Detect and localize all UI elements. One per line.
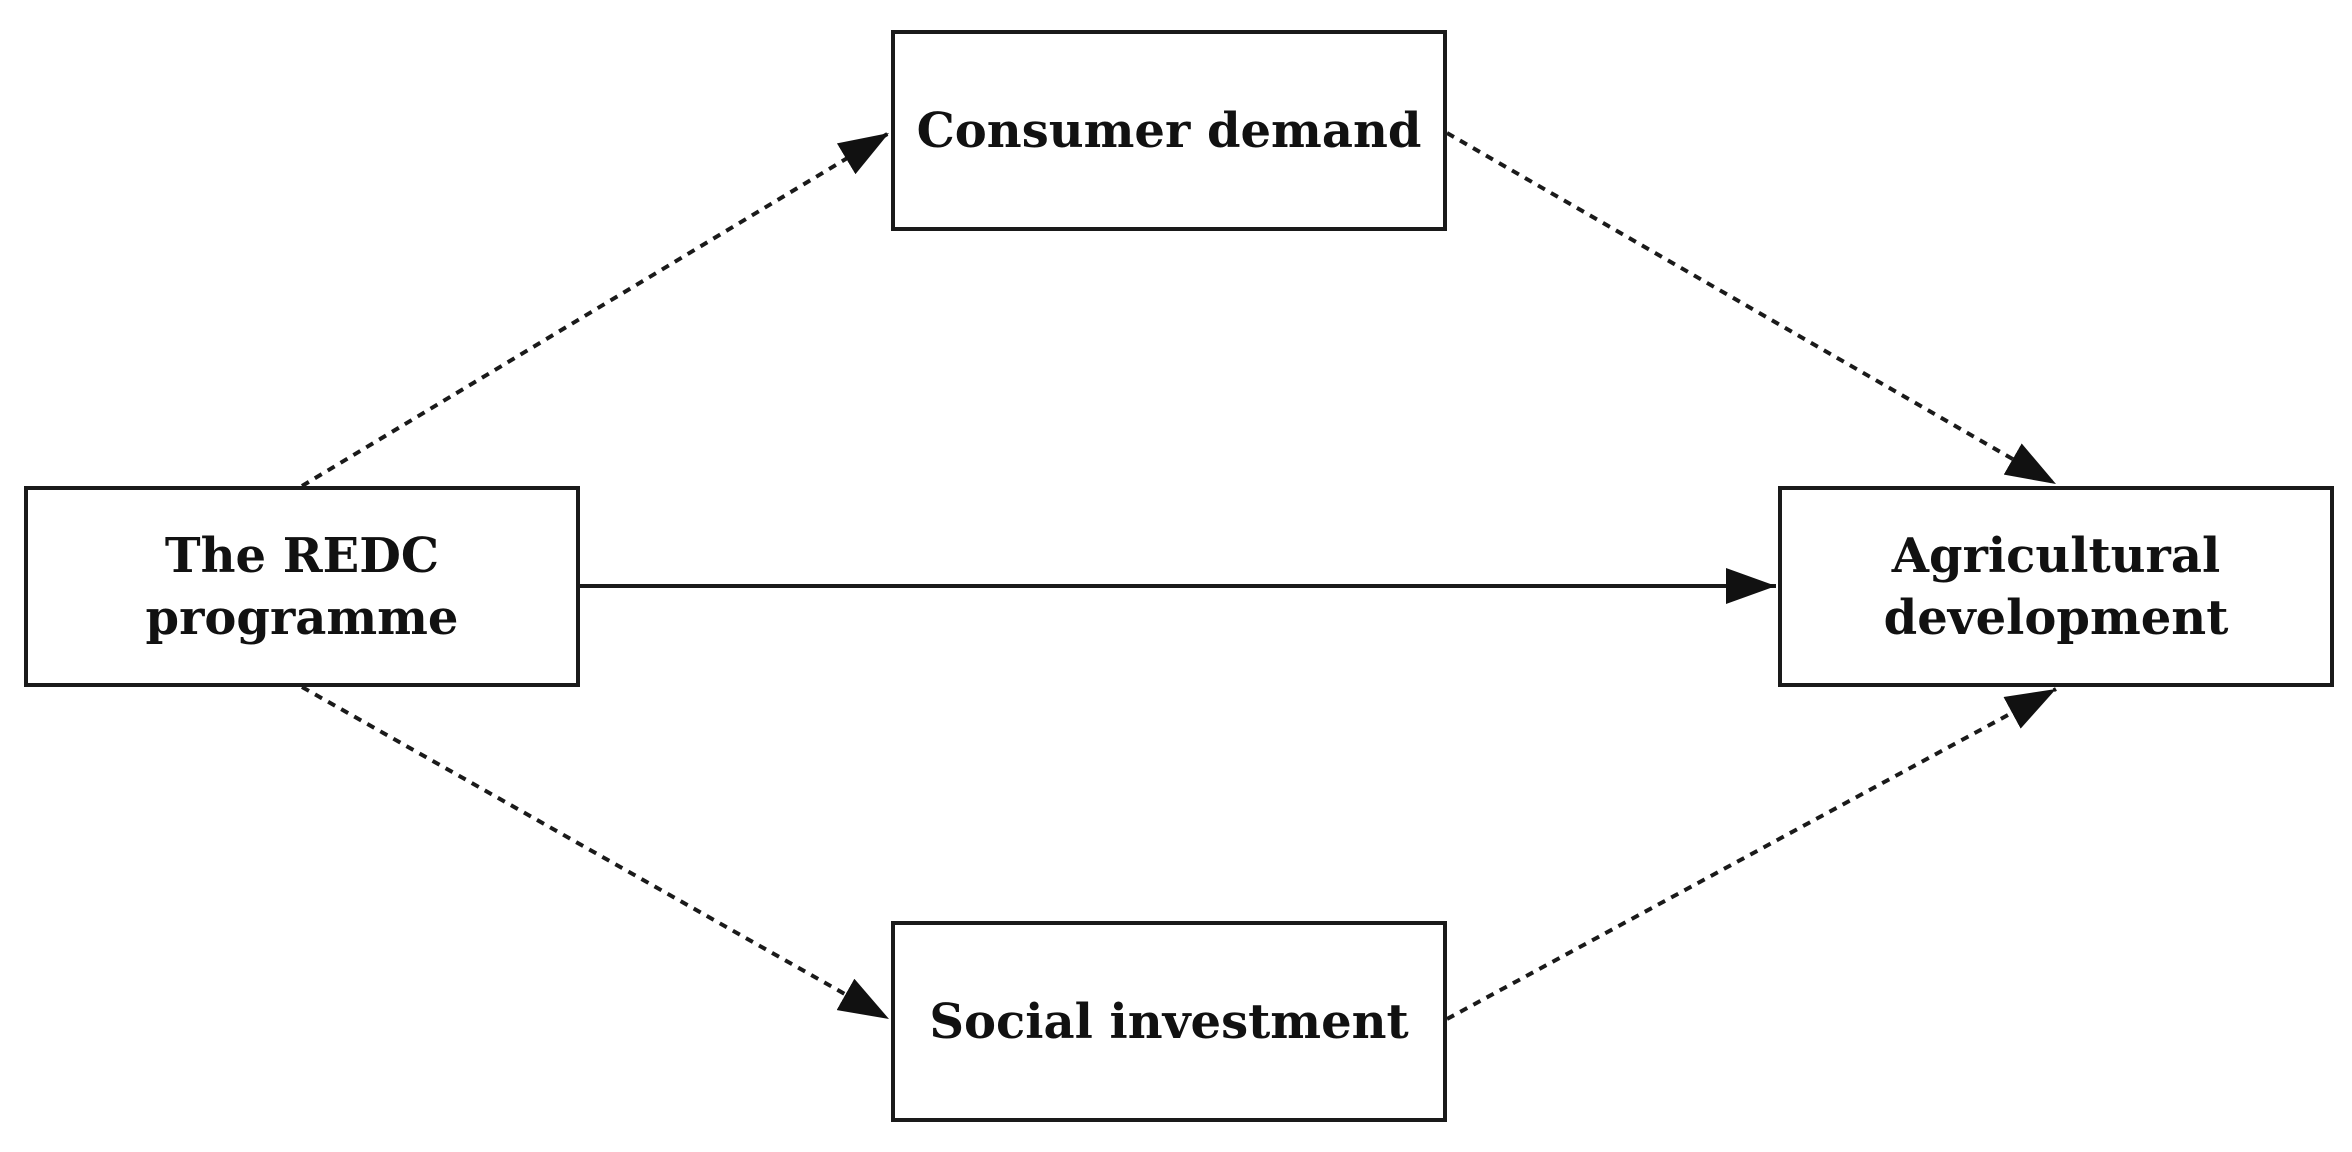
node-consumer-demand-label: Consumer demand bbox=[916, 102, 1422, 159]
node-redc-programme: The REDC programme bbox=[24, 486, 580, 687]
edge-consumer-demand-to-agricultural-development bbox=[1446, 131, 2057, 486]
node-consumer-demand: Consumer demand bbox=[891, 30, 1447, 231]
node-redc-programme-label: The REDC programme bbox=[145, 527, 459, 646]
node-agricultural-development-label: Agricultural development bbox=[1883, 527, 2229, 646]
edge-redc-to-consumer-demand bbox=[300, 131, 891, 488]
node-agricultural-development: Agricultural development bbox=[1778, 486, 2334, 687]
edge-redc-to-social-investment bbox=[301, 685, 890, 1021]
edge-social-investment-to-agricultural-development bbox=[1446, 687, 2057, 1021]
node-social-investment: Social investment bbox=[891, 921, 1447, 1122]
node-social-investment-label: Social investment bbox=[929, 993, 1409, 1050]
